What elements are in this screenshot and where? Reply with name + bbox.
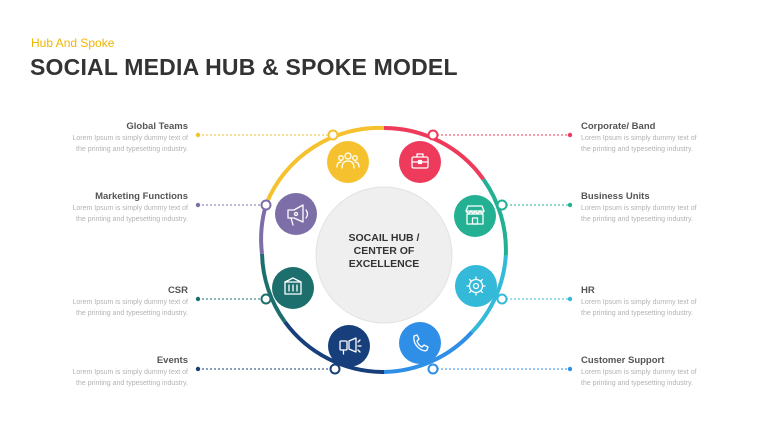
spoke-label-marketing-functions: Marketing Functions Lorem Ipsum is simpl… xyxy=(18,191,188,225)
spoke-desc-line1: Lorem Ipsum is simply dummy text of xyxy=(581,135,697,142)
spoke-circle-hr xyxy=(455,265,497,307)
store-icon xyxy=(465,205,485,225)
spoke-circle-support xyxy=(399,322,441,364)
spoke-desc-line2: the printing and typesetting industry. xyxy=(76,216,188,223)
spoke-label-customer-support: Customer Support Lorem Ipsum is simply d… xyxy=(581,355,751,389)
spoke-title: HR xyxy=(581,285,595,296)
dot-global-teams xyxy=(195,132,201,138)
spoke-label-business-units: Business Units Lorem Ipsum is simply dum… xyxy=(581,191,751,225)
spoke-desc-line1: Lorem Ipsum is simply dummy text of xyxy=(581,369,697,376)
spoke-title: Corporate/ Band xyxy=(581,121,656,132)
spoke-desc-line2: the printing and typesetting industry. xyxy=(76,146,188,153)
ring-segment-green xyxy=(481,178,508,256)
dot-business xyxy=(567,202,573,208)
spoke-desc-line1: Lorem Ipsum is simply dummy text of xyxy=(72,369,188,376)
phone-icon xyxy=(413,334,429,352)
spoke-desc-line1: Lorem Ipsum is simply dummy text of xyxy=(72,299,188,306)
spoke-title: Business Units xyxy=(581,191,650,202)
ring-segment-yellow xyxy=(264,125,385,205)
hub-line-1: SOCAIL HUB / xyxy=(348,232,420,244)
spoke-title: Global Teams xyxy=(126,121,188,132)
dot-hr xyxy=(567,296,573,302)
spoke-title: CSR xyxy=(167,285,188,296)
team-icon xyxy=(336,152,360,169)
spoke-label-global-teams: Global Teams Lorem Ipsum is simply dummy… xyxy=(18,121,188,155)
ring-node-corporate xyxy=(427,129,439,141)
ring-node-hr xyxy=(496,293,508,305)
subtitle: Hub And Spoke xyxy=(31,36,115,50)
spoke-title: Marketing Functions xyxy=(95,191,188,202)
hub-circle xyxy=(315,186,453,324)
spoke-desc-line1: Lorem Ipsum is simply dummy text of xyxy=(581,299,697,306)
building-icon xyxy=(284,277,302,295)
hub-line-2: CENTER OF xyxy=(353,245,415,257)
ring-node-csr xyxy=(260,293,272,305)
spoke-label-csr: CSR Lorem Ipsum is simply dummy text of … xyxy=(18,285,188,319)
dot-events xyxy=(195,366,201,372)
spoke-label-events: Events Lorem Ipsum is simply dummy text … xyxy=(18,355,188,389)
ring-segment-navy xyxy=(283,320,385,375)
megaphone-icon xyxy=(287,204,309,226)
ring-node-support xyxy=(427,363,439,375)
spoke-circle-business xyxy=(454,195,496,237)
ring-segment-purple xyxy=(259,203,269,255)
ring-segment-blue xyxy=(383,330,474,374)
spoke-desc-line2: the printing and typesetting industry. xyxy=(76,310,188,317)
spoke-circle-global-teams xyxy=(327,141,369,183)
event-icon xyxy=(339,337,362,355)
spoke-circle-marketing xyxy=(275,193,317,235)
dot-csr xyxy=(195,296,201,302)
ring-node-marketing xyxy=(260,199,272,211)
hub-line-3: EXCELLENCE xyxy=(348,258,420,270)
ring-segment-teal xyxy=(260,253,287,324)
spoke-title: Events xyxy=(156,355,188,366)
spoke-desc-line1: Lorem Ipsum is simply dummy text of xyxy=(72,205,188,212)
briefcase-icon xyxy=(411,153,429,169)
spoke-desc-line2: the printing and typesetting industry. xyxy=(581,216,693,223)
ring-node-global-teams xyxy=(327,129,339,141)
ring-segment-pink xyxy=(383,126,486,181)
ring-node-events xyxy=(329,363,341,375)
page-title: SOCIAL MEDIA HUB & SPOKE MODEL xyxy=(30,54,458,80)
spoke-label-corporate-band: Corporate/ Band Lorem Ipsum is simply du… xyxy=(581,121,751,155)
spoke-desc-line2: the printing and typesetting industry. xyxy=(581,146,693,153)
ring-node-business xyxy=(496,199,508,211)
spoke-desc-line1: Lorem Ipsum is simply dummy text of xyxy=(72,135,188,142)
hub-label: SOCAIL HUB / CENTER OF EXCELLENCE xyxy=(324,232,444,271)
spoke-desc-line2: the printing and typesetting industry. xyxy=(76,380,188,387)
dot-corporate xyxy=(567,132,573,138)
spoke-title: Customer Support xyxy=(581,355,665,366)
dot-marketing xyxy=(195,202,201,208)
dot-support xyxy=(567,366,573,372)
spoke-label-hr: HR Lorem Ipsum is simply dummy text of t… xyxy=(581,285,751,319)
ring-segment-cyan xyxy=(470,255,508,334)
spoke-desc-line1: Lorem Ipsum is simply dummy text of xyxy=(581,205,697,212)
spoke-desc-line2: the printing and typesetting industry. xyxy=(581,310,693,317)
gear-icon xyxy=(466,276,486,296)
spoke-desc-line2: the printing and typesetting industry. xyxy=(581,380,693,387)
